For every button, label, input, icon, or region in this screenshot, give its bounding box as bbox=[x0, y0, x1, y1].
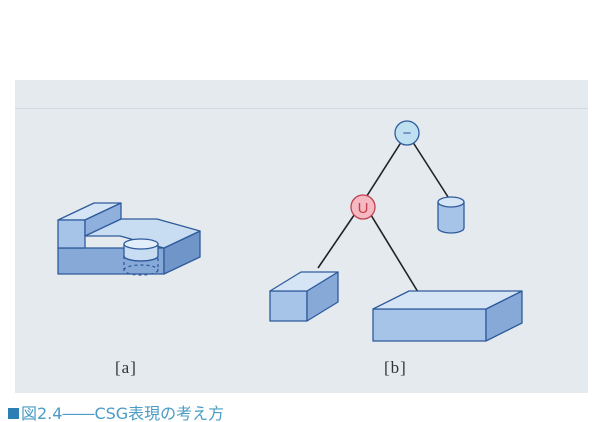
caption-text: 図2.4――CSG表現の考え方 bbox=[21, 404, 225, 422]
edge-root-union bbox=[362, 132, 408, 203]
label-b: [b] bbox=[384, 358, 407, 377]
union-operator-symbol: U bbox=[358, 200, 369, 217]
wall-front-face bbox=[57, 219, 86, 249]
label-a: [a] bbox=[115, 358, 137, 377]
caption-square-icon bbox=[8, 408, 19, 419]
large-box-primitive bbox=[372, 290, 523, 342]
composite-solid bbox=[57, 202, 201, 276]
tree-edges bbox=[317, 132, 451, 293]
figure-caption: 図2.4――CSG表現の考え方 bbox=[8, 406, 224, 422]
wall-right-face bbox=[84, 202, 122, 237]
difference-operator-symbol: − bbox=[403, 125, 412, 142]
cylinder-primitive bbox=[437, 196, 465, 234]
edge-union-large-box bbox=[362, 201, 419, 293]
small-box-primitive bbox=[269, 271, 339, 322]
difference-operator-node: − bbox=[394, 120, 420, 146]
union-operator-node: U bbox=[350, 194, 376, 220]
edge-root-cylinder bbox=[406, 132, 451, 201]
hole-cylinder bbox=[123, 238, 159, 276]
panel-divider-line bbox=[15, 108, 588, 109]
